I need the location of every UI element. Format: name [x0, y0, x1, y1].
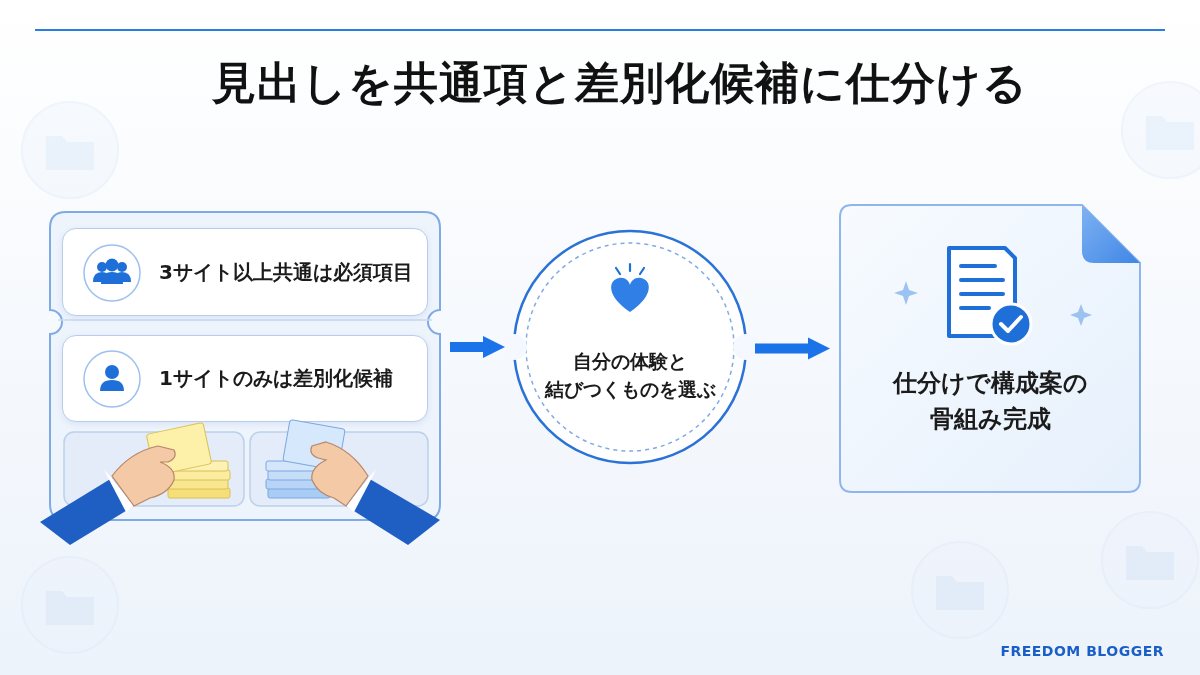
circle-outline — [514, 231, 746, 463]
top-rule — [35, 29, 1165, 31]
sparkle — [1070, 304, 1092, 326]
folder-watermark — [22, 102, 118, 198]
selection-circle: 自分の体験と 結びつくものを選ぶ — [515, 231, 745, 463]
diagram-title: 見出しを共通項と差別化候補に仕分ける — [100, 54, 1140, 113]
document-fold — [1082, 205, 1140, 263]
blue-note-stack — [266, 419, 345, 498]
group-icon — [84, 245, 140, 301]
circle-notch — [733, 334, 759, 360]
criteria-box: 3サイト以上共通は必須項目 — [62, 228, 428, 316]
document-outline — [840, 205, 1140, 492]
sparkle — [894, 281, 918, 305]
group-panel: 3サイト以上共通は必須項目 1サイトのみは差別化候補 — [50, 212, 440, 520]
folder-watermark — [1122, 82, 1200, 178]
brand-watermark: FREEDOM BLOGGER — [1000, 643, 1164, 659]
folder-watermark — [912, 542, 1008, 638]
criteria-box: 1サイトのみは差別化候補 — [62, 335, 428, 422]
result-document: 仕分けで構成案の 骨組み完成 — [840, 205, 1140, 492]
node-text: 3サイト以上共通は必須項目 — [159, 259, 413, 286]
node-text: 仕分けで構成案の 骨組み完成 — [870, 365, 1110, 437]
heart-icon — [611, 264, 649, 312]
node-text: 自分の体験と 結びつくものを選ぶ — [530, 348, 730, 403]
document-check-icon — [949, 248, 1031, 344]
folder-watermarks — [22, 82, 1200, 653]
folder-watermark — [1102, 512, 1198, 608]
tray — [64, 432, 244, 506]
circle-dashed-ring — [526, 243, 734, 451]
right-hand — [311, 442, 440, 545]
flow-arrow — [450, 342, 483, 352]
flow-arrow — [755, 344, 808, 354]
person-icon — [84, 351, 140, 407]
circle-notch — [501, 334, 527, 360]
node-text: 1サイトのみは差別化候補 — [159, 365, 393, 392]
panel-divider — [58, 319, 432, 321]
tray — [250, 432, 428, 506]
panel-outline — [50, 212, 440, 520]
yellow-note-stack — [146, 422, 230, 498]
folder-watermark — [22, 557, 118, 653]
left-hand — [40, 446, 175, 545]
